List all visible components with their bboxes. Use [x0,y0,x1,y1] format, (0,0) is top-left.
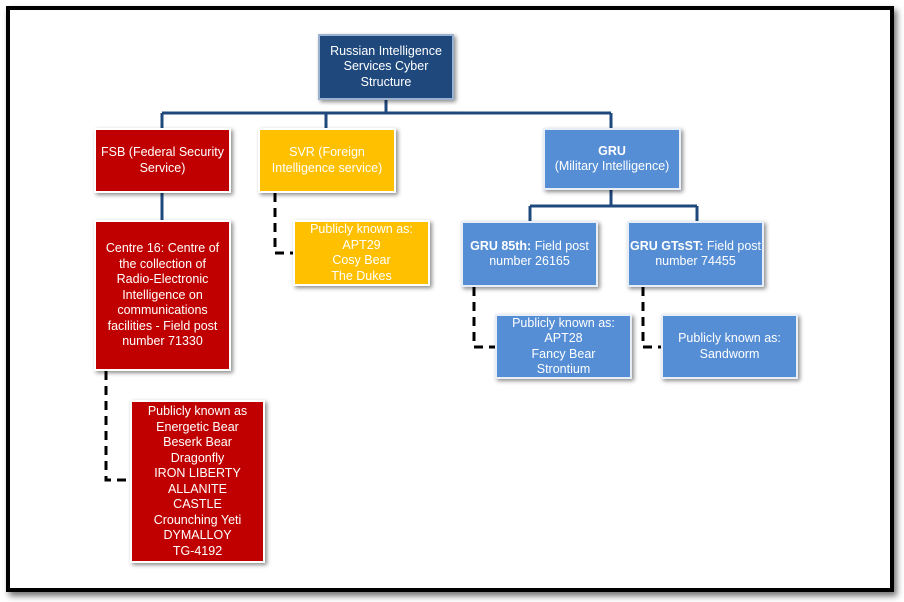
fsb-alias-line-10: TG-4192 [172,543,223,558]
svr-alias-line-1: Publicly known as: [310,222,413,236]
solid-connectors [160,100,699,221]
gru85-line-2: number 26165 [489,254,570,268]
gru85-alias-line-3: Fancy Bear [531,346,596,361]
gru85-rest: Field post [531,238,589,253]
gtsst-line-1: GRU GTsST: Field post [630,239,761,255]
gru85-line-1: GRU 85th: Field post [470,239,589,255]
fsb-node: FSB (Federal Security Service) [94,128,231,193]
gtsst-alias-link [641,287,661,349]
fsb-alias-line-6: ALLANITE [167,481,228,496]
fsb-alias-line-2: Energetic Bear [156,419,239,434]
centre16-node: Centre 16: Centre of the collection of R… [94,220,231,371]
centre16-line-3: Radio-Electronic [116,272,209,287]
svr-node: SVR (Foreign Intelligence service) [258,128,396,193]
fsb-aliases-node: Publicly known as Energetic Bear Beserk … [130,400,265,563]
gru85-alias-line-4: Strontium [536,362,591,376]
fsb-alias-line-3: Beserk Bear [163,435,232,449]
gru-line-1: GRU [598,143,626,158]
centre16-line-1: Centre 16: Centre of [105,241,220,256]
gtsst-bold-label: GRU GTsST: [629,238,704,253]
gru85-bold-label: GRU 85th: [470,238,532,253]
root-line-1: Russian Intelligence [330,43,442,58]
svr-aliases-node: Publicly known as: APT29 Cosy Bear The D… [293,220,430,286]
gru-node: GRU (Military Intelligence) [543,128,681,190]
dashed-connectors [104,193,661,482]
svr-line-1: SVR (Foreign [289,145,365,159]
fsb-alias-line-7: CASTLE [173,497,222,511]
svr-alias-line-3: Cosy Bear [332,253,391,267]
svr-alias-link [273,193,293,255]
gtsst-alias-line-2: Sandworm [699,346,760,361]
fsb-line-1: FSB (Federal Security [101,145,224,159]
fsb-alias-link [104,371,130,482]
gtsst-line-2: number 74455 [655,254,736,268]
centre16-line-7: number 71330 [122,334,203,349]
gru85-aliases-node: Publicly known as: APT28 Fancy Bear Stro… [495,314,632,379]
centre16-line-5: communications [117,303,208,318]
root-line-3: Structure [360,74,412,89]
svr-alias-line-4: The Dukes [331,268,392,283]
fsb-alias-line-1: Publicly known as [147,404,248,418]
gtsst-aliases-node: Publicly known as: Sandworm [661,314,798,379]
fsb-alias-line-8: Crounching Yeti [153,512,242,527]
fsb-alias-line-5: IRON LIBERTY [154,466,241,480]
fsb-alias-line-9: DYMALLOY [163,528,232,542]
fsb-line-2: Service) [139,160,186,175]
svr-line-2: Intelligence service) [271,160,383,175]
centre16-line-4: Intelligence on [122,287,203,302]
root-node: Russian Intelligence Services Cyber Stru… [318,34,454,100]
gru-line-2: (Military Intelligence) [554,159,670,173]
gtsst-node: GRU GTsST: Field post number 74455 [627,221,764,287]
gtsst-rest: Field post [703,238,762,253]
gtsst-alias-line-1: Publicly known as: [678,331,781,345]
centre16-line-6: facilities - Field post [107,318,218,333]
root-line-2: Services Cyber [343,59,429,74]
gru85-alias-link [472,287,495,349]
gru85-alias-line-2: APT28 [544,331,583,345]
centre16-line-2: the collection of [119,256,206,271]
fsb-alias-line-4: Dragonfly [170,450,225,465]
gru85-alias-line-1: Publicly known as: [512,315,615,330]
svr-alias-line-2: APT29 [342,237,381,252]
gru85-node: GRU 85th: Field post number 26165 [461,221,598,287]
